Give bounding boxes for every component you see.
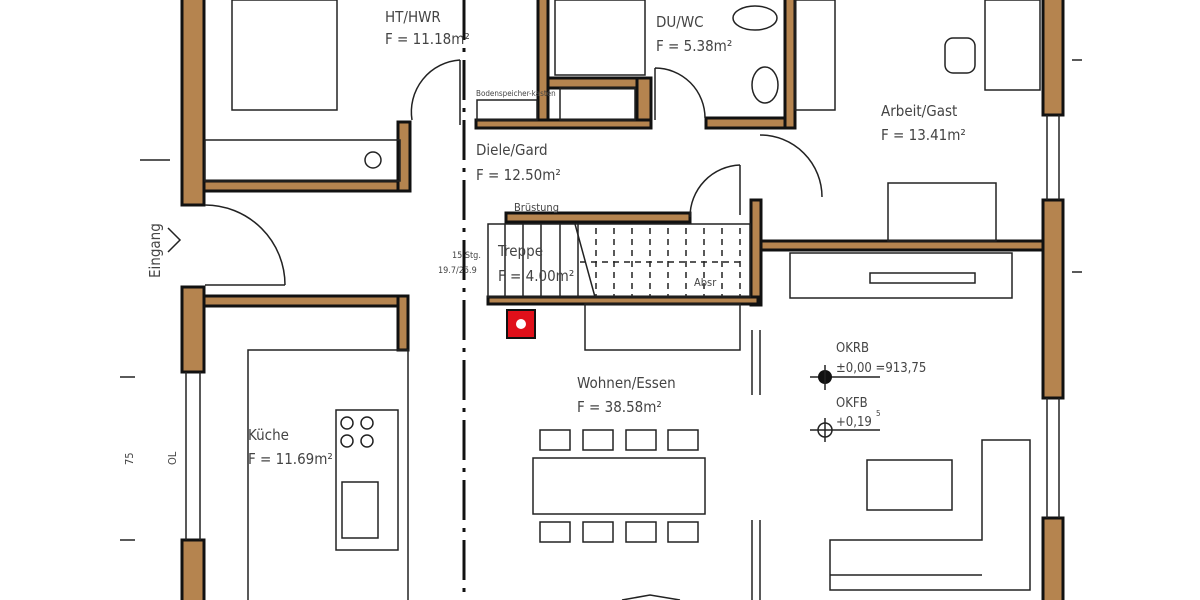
room-name-wohnen: Wohnen/Essen [577, 374, 676, 392]
level-okfb: OKFB [836, 396, 868, 411]
room-area-arbeit: F = 13.41m² [881, 126, 966, 144]
label-absr: Absr [694, 276, 717, 289]
room-area-diele: F = 12.50m² [476, 166, 561, 184]
label-side-ol: OL [166, 451, 179, 465]
stairs [487, 223, 751, 298]
level-okrb: OKRB [836, 341, 869, 356]
room-name-treppe: Treppe [497, 242, 543, 260]
room-area-wc: F = 5.38m² [656, 37, 732, 55]
label-eingang: Eingang [146, 223, 164, 278]
room-name-hwr: HT/HWR [385, 8, 441, 26]
level-okfb-value: +0,19 [836, 415, 872, 430]
label-stufen: 15 Stg. [452, 251, 481, 261]
dimension-ticks [120, 59, 1082, 541]
level-markers [621, 365, 880, 600]
label-side-75: 75 [123, 452, 136, 465]
level-okrb-value: ±0,00 =913,75 [836, 361, 926, 376]
label-bodenkasten: Bodenspeicher-kasten [476, 89, 556, 98]
label-steigung: 19.7/25.9 [438, 266, 477, 276]
label-bruestung: Brüstung [514, 201, 559, 214]
room-name-kueche: Küche [248, 426, 289, 444]
room-area-hwr: F = 11.18m² [385, 30, 470, 48]
level-okfb-sup: 5 [876, 409, 881, 418]
room-area-kueche: F = 11.69m² [248, 450, 333, 468]
furniture [204, 0, 1041, 600]
room-area-wohnen: F = 38.58m² [577, 398, 662, 416]
doors [204, 59, 823, 286]
room-name-wc: DU/WC [656, 13, 704, 31]
room-name-diele: Diele/Gard [476, 141, 548, 159]
room-name-arbeit: Arbeit/Gast [881, 102, 957, 120]
walls [180, 0, 1065, 600]
room-area-treppe: F = 4.00m² [498, 267, 574, 285]
